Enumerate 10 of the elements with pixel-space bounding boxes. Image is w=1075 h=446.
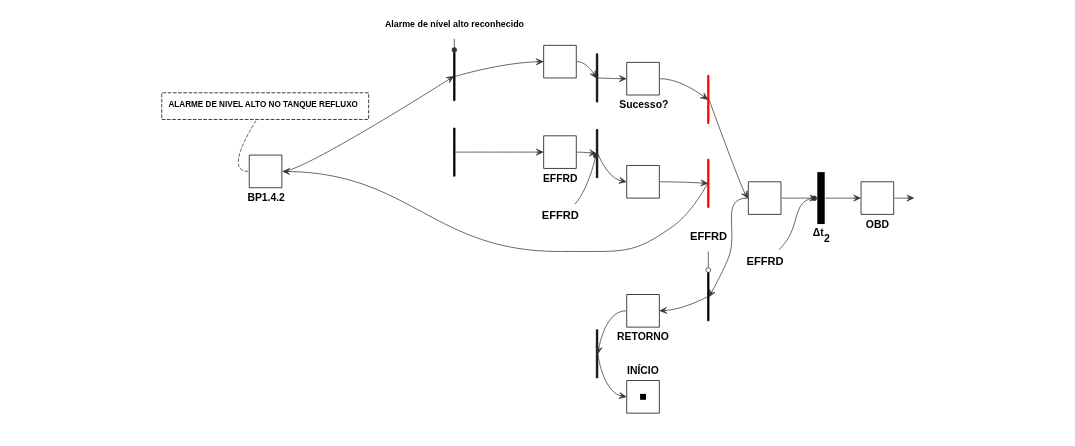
node-text: EFFRD [745,254,784,267]
node-label: INÍCIO [626,364,659,376]
node-text: EFFRD [689,229,727,242]
node-text: EFFRD [541,208,579,221]
node-label: OBD [865,218,889,230]
node-label: BP1.4.2 [246,191,285,203]
node-label: RETORNO [616,330,669,342]
node-label: EFFRD [542,172,578,184]
node-label: Sucesso? [618,98,668,110]
node-text: Alarme de nível alto reconhecido [384,18,524,29]
